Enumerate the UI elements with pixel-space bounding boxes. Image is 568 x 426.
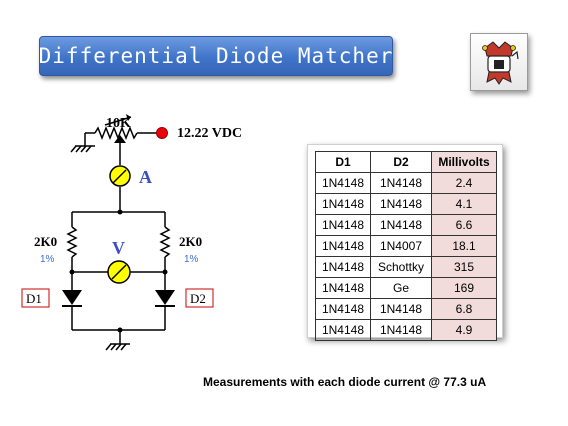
cell-d2: Schottky <box>370 256 432 278</box>
cell-d2: 1N4007 <box>370 235 432 257</box>
cell-millivolts: 4.9 <box>431 319 497 341</box>
cell-d2: 1N4148 <box>370 319 432 341</box>
cell-d1: 1N4148 <box>315 277 371 299</box>
left-diode-symbol <box>62 290 82 305</box>
cell-millivolts: 4.1 <box>431 193 497 215</box>
right-resistor-tolerance: 1% <box>184 254 199 265</box>
cell-millivolts: 6.6 <box>431 214 497 236</box>
logo <box>470 33 528 91</box>
cell-d1: 1N4148 <box>315 193 371 215</box>
cell-d1: 1N4148 <box>315 298 371 320</box>
left-resistor-tolerance: 1% <box>40 254 55 265</box>
right-resistor-label: 2K0 <box>179 234 202 249</box>
cell-d1: 1N4148 <box>315 319 371 341</box>
header-millivolts: Millivolts <box>431 151 497 173</box>
pot-adjust-arrow <box>126 114 131 121</box>
left-resistor-label: 2K0 <box>34 234 57 249</box>
cell-d1: 1N4148 <box>315 172 371 194</box>
left-diode-label-box <box>21 288 50 308</box>
cell-d2: Ge <box>370 277 432 299</box>
cell-millivolts: 2.4 <box>431 172 497 194</box>
right-resistor <box>159 226 171 258</box>
ammeter-label: A <box>139 167 152 187</box>
header-d2: D2 <box>370 151 432 173</box>
cell-d1: 1N4148 <box>315 256 371 278</box>
supply-terminal <box>156 127 168 139</box>
cell-d2: 1N4148 <box>370 298 432 320</box>
cell-millivolts: 169 <box>431 277 497 299</box>
cell-d1: 1N4148 <box>315 214 371 236</box>
jester-logo-icon <box>482 41 519 85</box>
cell-d2: 1N4148 <box>370 172 432 194</box>
right-diode-symbol <box>155 290 175 305</box>
left-resistor <box>66 226 78 258</box>
left-diode-label: D1 <box>26 291 42 306</box>
supply-label: 12.22 VDC <box>177 126 242 141</box>
pot-wiper-arrow <box>114 135 126 143</box>
pot-label: 10K <box>106 116 131 131</box>
right-diode-label-box <box>185 288 214 308</box>
cell-d2: 1N4148 <box>370 214 432 236</box>
page-title: Differential Diode Matcher <box>38 44 394 68</box>
cell-d1: 1N4148 <box>315 235 371 257</box>
pot-resistor <box>94 125 138 141</box>
cell-millivolts: 315 <box>431 256 497 278</box>
voltmeter-label: V <box>112 238 125 258</box>
cell-millivolts: 18.1 <box>431 235 497 257</box>
title-banner: Differential Diode Matcher <box>39 36 393 76</box>
header-d1: D1 <box>315 151 371 173</box>
measurement-footnote: Measurements with each diode current @ 7… <box>203 375 487 389</box>
right-diode-label: D2 <box>190 291 206 306</box>
cell-d2: 1N4148 <box>370 193 432 215</box>
pot-adjust-line <box>104 116 132 126</box>
table-header-row: D1 D2 Millivolts <box>315 151 497 173</box>
cell-millivolts: 6.8 <box>431 298 497 320</box>
